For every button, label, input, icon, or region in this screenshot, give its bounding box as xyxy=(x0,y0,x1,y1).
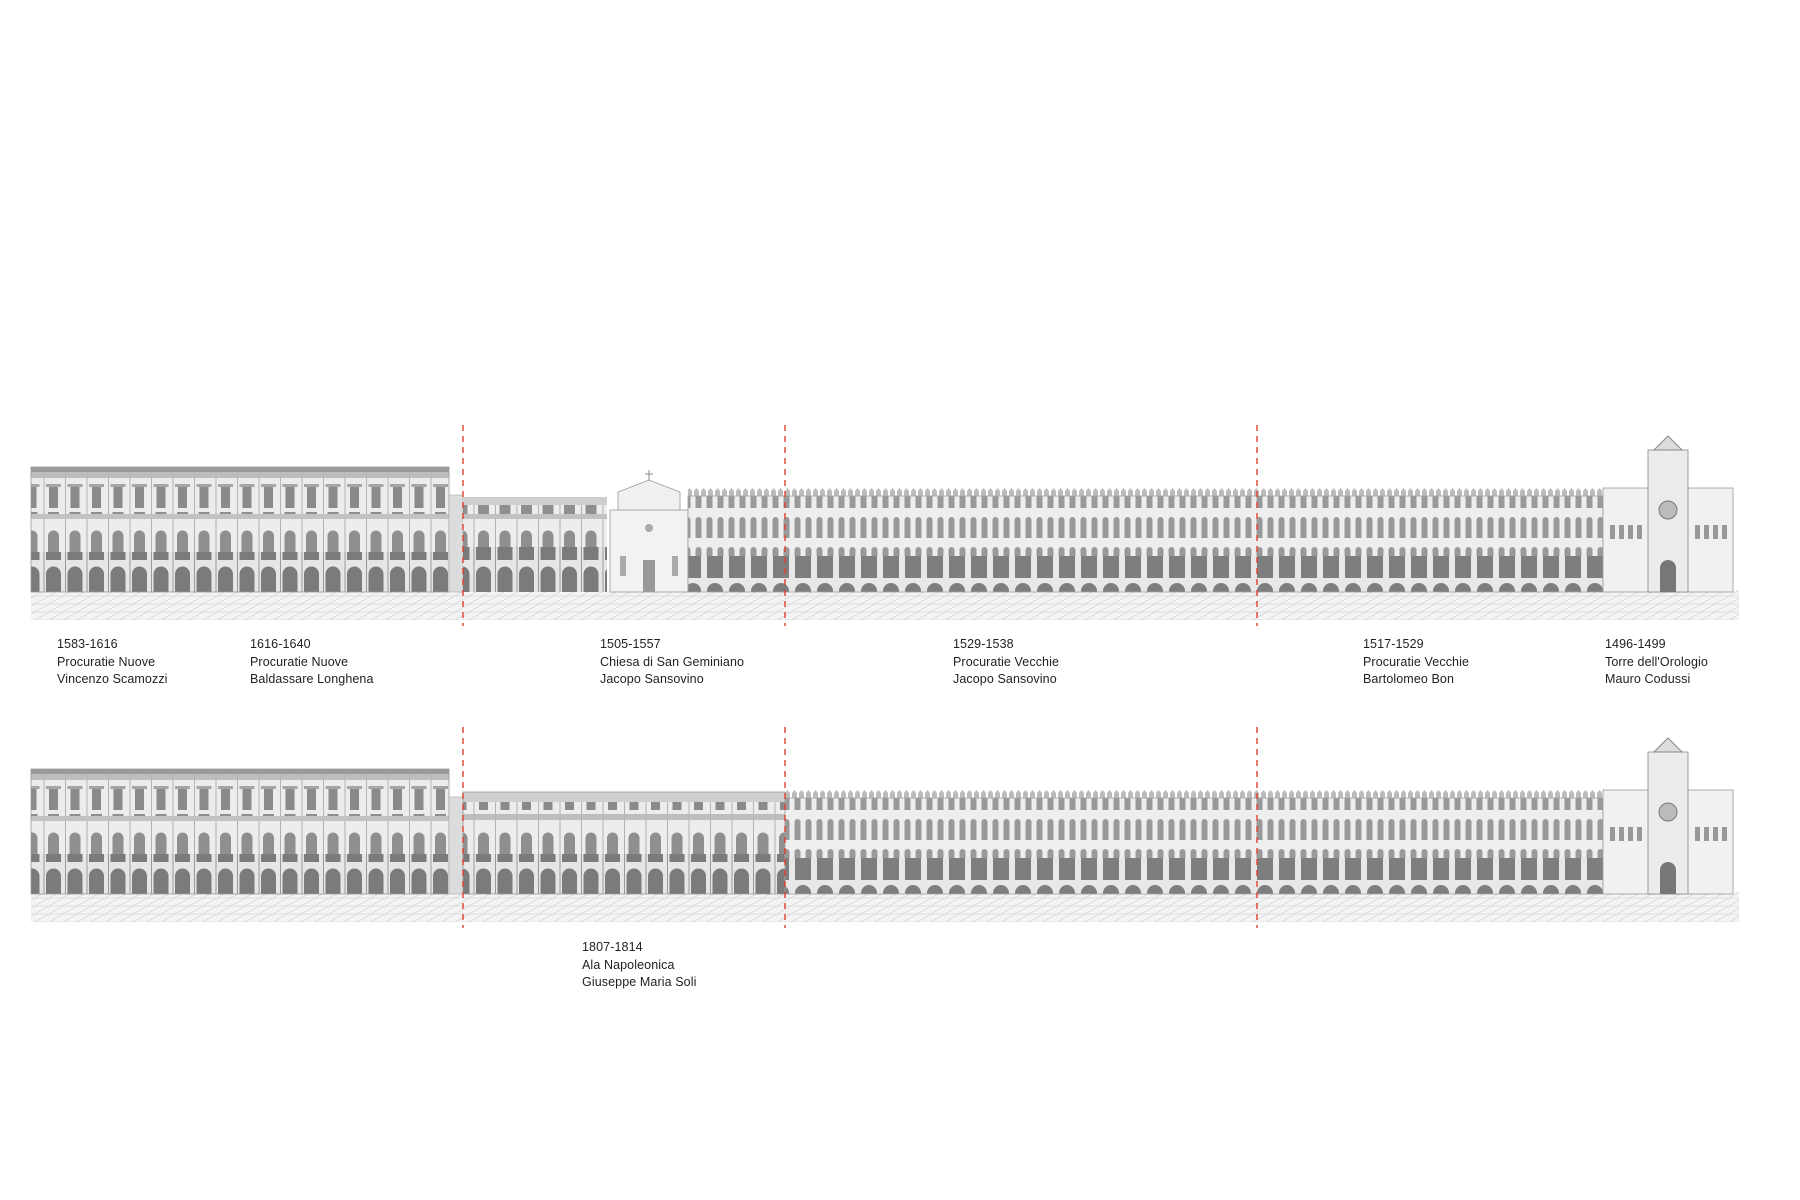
ala-facade xyxy=(463,497,607,592)
label-building: Chiesa di San Geminiano xyxy=(600,654,745,669)
label-architect: Bartolomeo Bon xyxy=(1363,672,1455,686)
label-architect: Giuseppe Maria Soli xyxy=(582,975,697,989)
label-architect: Vincenzo Scamozzi xyxy=(57,672,168,686)
piazza-pavement xyxy=(31,892,1739,922)
san-geminiano-church xyxy=(609,470,689,593)
ala-napoleonica-facade xyxy=(462,791,786,895)
label-building: Procuratie Vecchie xyxy=(1363,654,1470,669)
label-building: Procuratie Nuove xyxy=(250,654,349,669)
piazza-pavement xyxy=(31,590,1739,620)
label-architect: Jacopo Sansovino xyxy=(600,672,704,686)
procuratie-nuove-facade xyxy=(30,768,464,895)
label-architect: Baldassare Longhena xyxy=(250,672,374,686)
elevation-row-2 xyxy=(30,727,1739,928)
label-building: Torre dell'Orologio xyxy=(1605,654,1708,669)
label-building: Ala Napoleonica xyxy=(582,957,675,972)
procuratie-vecchie-facade xyxy=(784,790,1604,895)
label-architect: Jacopo Sansovino xyxy=(953,672,1057,686)
label-years: 1807-1814 xyxy=(582,940,643,954)
torre-dell-orologio xyxy=(1602,737,1734,895)
label-building: Procuratie Nuove xyxy=(57,654,156,669)
procuratie-nuove-facade xyxy=(30,466,464,593)
label-years: 1496-1499 xyxy=(1605,637,1666,651)
label-architect: Mauro Codussi xyxy=(1605,672,1691,686)
torre-dell-orologio xyxy=(1602,435,1734,593)
label-years: 1616-1640 xyxy=(250,637,311,651)
label-years: 1583-1616 xyxy=(57,637,118,651)
label-years: 1529-1538 xyxy=(953,637,1014,651)
elevation-row-1 xyxy=(30,425,1739,626)
label-building: Procuratie Vecchie xyxy=(953,654,1060,669)
label-years: 1517-1529 xyxy=(1363,637,1424,651)
label-years: 1505-1557 xyxy=(600,637,661,651)
procuratie-vecchie-facade xyxy=(687,488,1604,593)
